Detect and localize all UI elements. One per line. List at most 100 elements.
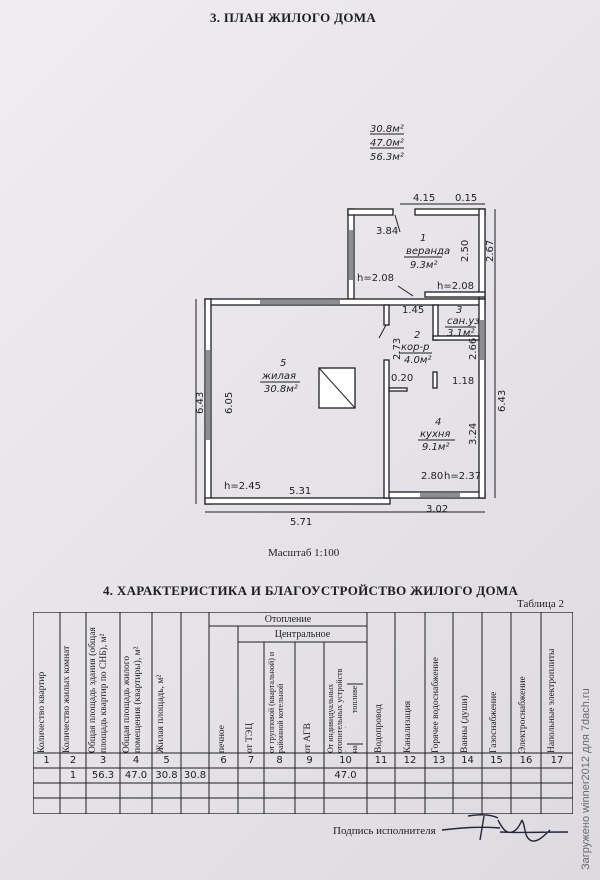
svg-text:кор-р: кор-р [401, 342, 429, 353]
dim-veranda-inner-width: 3.84 [376, 226, 398, 237]
table-label: Таблица 2 [517, 598, 565, 610]
area-summary: 30.8м² 47.0м² 56.3м² [370, 124, 404, 163]
dim-bottom-outer: 5.71 [290, 517, 312, 528]
room-veranda: 1 веранда 9.3м² [404, 233, 450, 271]
plan-title: 3. ПЛАН ЖИЛОГО ДОМА [210, 10, 377, 25]
svg-text:1: 1 [420, 233, 426, 244]
col-number: 7 [247, 755, 255, 766]
header-central: Центральное [274, 629, 331, 640]
header-col-10-sub-on: на [350, 745, 359, 753]
header-col-8: от групповой (квартальной) и районной ко… [267, 651, 285, 753]
svg-text:3: 3 [456, 305, 462, 316]
col-number: 1 [43, 755, 50, 766]
signature-label: Подпись исполнителя [333, 825, 436, 837]
dim-right-outer: 6.43 [497, 390, 508, 412]
svg-text:4: 4 [435, 417, 441, 428]
col-number: 6 [220, 755, 227, 766]
watermark-text: Загружено winner2012 для 7dach.ru [580, 688, 592, 870]
svg-text:9.1м²: 9.1м² [422, 442, 449, 453]
area-useful: 47.0м² [370, 138, 404, 149]
col-number: 9 [306, 755, 313, 766]
col-number: 4 [132, 755, 140, 766]
header-col-11: Водопровод [374, 704, 384, 753]
dim-kitchen-ceiling: h=2.37 [444, 471, 481, 482]
header-col-13: Горячее водоснабжение [431, 657, 441, 753]
header-col-14: Ванны (души) [460, 695, 470, 753]
dim-veranda-height-right: h=2.08 [437, 281, 474, 292]
table-grid [33, 612, 573, 814]
col-number: 17 [550, 755, 564, 766]
dim-bottom-inner: 5.31 [289, 486, 311, 497]
header-col-9: от АГВ [303, 723, 313, 753]
header-col-15: Газоснабжение [489, 691, 499, 753]
svg-text:5: 5 [280, 358, 286, 369]
scale-label: Масштаб 1:100 [268, 547, 340, 559]
dim-corridor-length: 1.45 [402, 305, 424, 316]
header-col-12: Канализация [403, 700, 413, 753]
svg-text:сан.уз: сан.уз [447, 316, 480, 327]
dim-veranda-top: 4.15 [413, 193, 435, 204]
characteristics-title: 4. ХАРАКТЕРИСТИКА И БЛАГОУСТРОЙСТВО ЖИЛО… [103, 583, 519, 598]
col-number: 2 [69, 755, 77, 766]
dim-veranda-top-small: 0.15 [455, 193, 477, 204]
dim-left-inner: 6.05 [224, 392, 235, 414]
room-bathroom: 3 сан.уз 3.1м² [445, 305, 480, 339]
dim-bottom-right: 3.02 [426, 504, 448, 515]
svg-text:кухня: кухня [420, 429, 450, 440]
col-number: 11 [374, 755, 388, 766]
dim-corridor-height: 2.73 [392, 338, 403, 360]
dim-veranda-inner-height: 2.50 [460, 240, 471, 262]
col-number: 10 [339, 755, 352, 766]
col-number: 3 [99, 755, 107, 766]
dimension-lines [195, 203, 496, 513]
header-col-4: Общая площадь жилого помещения (квартиры… [122, 646, 143, 753]
value-dwelling-area: 47.0 [124, 770, 148, 781]
dim-partition: 0.20 [391, 373, 413, 384]
dim-left-outer: 6.43 [195, 392, 206, 414]
col-number: 5 [163, 755, 170, 766]
dim-kitchen-inner-width: 1.18 [452, 376, 474, 387]
dim-veranda-height-left: h=2.08 [357, 273, 394, 284]
house-plan-drawing: 30.8м² 47.0м² 56.3м² [195, 124, 508, 528]
header-col-16: Электроснабжение [518, 676, 528, 753]
col-number: 13 [432, 755, 446, 766]
dim-veranda-outer-height: 2.67 [485, 240, 496, 262]
col-number: 12 [403, 755, 417, 766]
signature [441, 813, 569, 842]
value-living-area: 30.8 [155, 770, 178, 781]
svg-text:веранда: веранда [406, 246, 450, 257]
header-col-6: печное [217, 724, 227, 753]
header-col-7: от ТЭЦ [245, 722, 255, 753]
col-number: 8 [276, 755, 283, 766]
room-living: 5 жилая 30.8м² [260, 358, 300, 395]
header-col-3: Общая площадь здания (общая площадь квар… [88, 627, 109, 753]
svg-text:9.3м²: 9.3м² [410, 260, 437, 271]
header-col-17: Напольные электроплиты [547, 648, 557, 753]
dim-kitchen-bottom: 2.80 [421, 471, 443, 482]
room-corridor: 2 кор-р 4.0м² [399, 330, 432, 366]
interior-partitions [318, 214, 486, 499]
outer-walls [204, 230, 486, 505]
value-building-area: 56.3 [91, 770, 115, 781]
room-kitchen: 4 кухня 9.1м² [418, 417, 455, 453]
col-number: 16 [519, 755, 533, 766]
value-stove-heating: 30.8 [183, 770, 207, 781]
value-individual-heating: 47.0 [334, 770, 357, 781]
dim-living-ceiling: h=2.45 [224, 481, 261, 492]
col-number: 15 [490, 755, 503, 766]
header-col-10: От индивидуальных отопительных устройств… [326, 668, 346, 753]
svg-text:30.8м²: 30.8м² [264, 384, 298, 395]
svg-text:2: 2 [414, 330, 420, 341]
col-number: 14 [461, 755, 474, 766]
svg-text:жилая: жилая [261, 371, 296, 382]
svg-text:4.0м²: 4.0м² [404, 355, 431, 366]
header-col-10-sub-fuel: топливе [350, 685, 359, 713]
svg-text:3.1м²: 3.1м² [447, 328, 474, 339]
dim-bath-height: 2.66 [468, 338, 479, 360]
header-heating: Отопление [264, 614, 312, 625]
area-living: 30.8м² [370, 124, 404, 135]
characteristics-table: Отопление Центральное Количество квартир… [33, 612, 573, 814]
value-living-rooms: 1 [69, 770, 77, 781]
area-total: 56.3м² [370, 152, 404, 163]
